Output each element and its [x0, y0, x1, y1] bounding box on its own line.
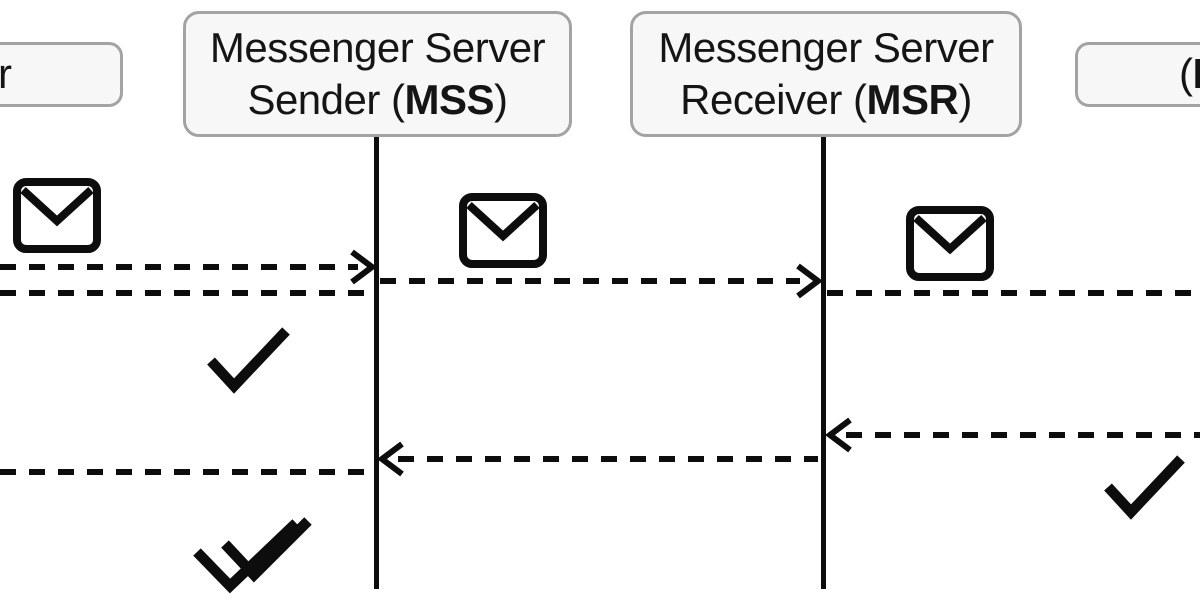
arrowhead-right-at-mss	[350, 249, 377, 285]
double-check-icon	[193, 517, 312, 594]
arrowhead-right-at-msr	[796, 263, 823, 299]
actor-label-mss-line1: Messenger Server	[209, 24, 546, 71]
actor-box-msr: Messenger Server Receiver (MSR)	[630, 11, 1022, 137]
actor-box-sender-partial: r	[0, 42, 123, 107]
receiver-fragment-paren: (	[1179, 49, 1193, 97]
lifeline-msr	[821, 137, 826, 589]
single-check-icon	[207, 327, 290, 394]
actor-label-receiver-fragment: (R	[1179, 47, 1200, 99]
actor-label-msr-line1: Messenger Server	[658, 24, 994, 71]
actor-label-sender-fragment: r	[0, 49, 12, 97]
envelope-icon	[17, 182, 97, 249]
actor-box-receiver-partial: (R	[1075, 42, 1200, 107]
msr-line2-post: )	[958, 76, 972, 123]
mss-line2-post: )	[494, 76, 508, 123]
envelope-icon	[463, 197, 543, 264]
lifeline-mss	[374, 137, 379, 589]
single-check-icon	[1104, 455, 1185, 520]
actor-box-mss: Messenger Server Sender (MSS)	[183, 11, 572, 137]
actor-label-msr-line2: Receiver (MSR)	[680, 74, 972, 126]
mss-line2-pre: Sender (	[247, 76, 405, 123]
receiver-fragment-bold: R	[1193, 49, 1200, 96]
msr-acronym: MSR	[866, 76, 959, 123]
mss-acronym: MSS	[404, 76, 495, 123]
msr-line2-pre: Receiver (	[680, 76, 867, 123]
arrowhead-left-at-msr	[825, 417, 852, 453]
arrowhead-left-at-mss	[377, 441, 404, 477]
envelope-icon	[910, 210, 990, 277]
actor-label-mss-line2: Sender (MSS)	[247, 74, 508, 126]
